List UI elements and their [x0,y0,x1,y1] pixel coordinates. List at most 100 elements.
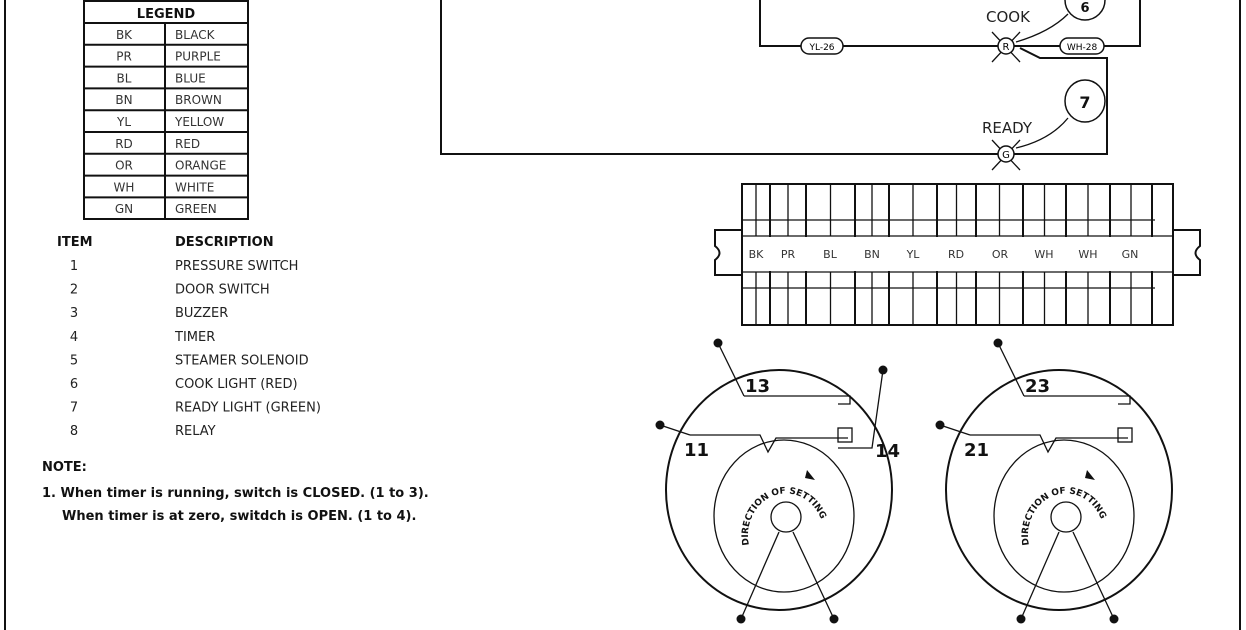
item-row: 2 DOOR SWITCH [70,283,270,298]
legend-row: GN GREEN [115,202,217,216]
cook-lamp-icon: R [991,31,1021,63]
legend-code: RD [115,137,133,151]
terminal-dot [993,338,1003,348]
cook-label: COOK [986,8,1031,26]
terminal-label: GN [1122,248,1139,261]
legend-color: BROWN [175,93,222,107]
terminal-label: BK [749,248,765,261]
item-header: ITEM [57,235,93,250]
legend-code: GN [115,202,133,216]
callout-7: 7 [1015,79,1106,149]
arrow-icon [805,470,815,480]
legend-title: LEGEND [137,7,196,22]
legend-code: BL [117,71,132,85]
item-number: 7 [70,401,78,416]
contact-label: 21 [964,440,989,461]
terminal-label: RD [948,248,964,261]
terminal-dot [1016,614,1026,624]
item-description: TIMER [174,330,215,345]
legend-color: BLACK [175,28,216,42]
item-description: PRESSURE SWITCH [175,259,298,274]
mount-tab-left [714,229,742,276]
legend-row: PR PURPLE [116,50,221,64]
terminal-dot [935,420,945,430]
terminal-dot [655,420,665,430]
item-description: COOK LIGHT (RED) [175,377,298,392]
item-description: READY LIGHT (GREEN) [175,401,321,416]
legend-code: OR [115,159,133,173]
item-number: 2 [70,283,78,298]
terminal-label: BN [864,248,880,261]
legend-color: RED [175,137,200,151]
outer-wire [440,0,1108,155]
wire-tag-left: YL-26 [800,37,844,55]
legend-color: ORANGE [175,159,226,173]
contact-label: 23 [1025,376,1050,397]
item-list: ITEM DESCRIPTION 1 PRESSURE SWITCH 2 DOOR S… [57,235,321,439]
arrow-icon [1085,470,1095,480]
legend-color: GREEN [175,202,217,216]
terminal-dot [736,614,746,624]
item-description: STEAMER SOLENOID [175,353,309,368]
item-description: BUZZER [175,306,228,321]
terminal-label: BL [823,248,838,261]
legend-row: BN BROWN [115,93,221,107]
item-number: 1 [70,259,78,274]
item-row: 7 READY LIGHT (GREEN) [70,401,321,416]
terminal-dot [1109,614,1119,624]
description-header: DESCRIPTION [175,235,274,250]
dial-direction-text: DIRECTION OF SETTING [1021,486,1108,546]
callout-6: 6 [1015,0,1106,43]
terminal-dot [829,614,839,624]
legend-row: OR ORANGE [115,159,226,173]
item-number: 6 [70,377,78,392]
terminal-label: WH [1078,248,1097,261]
inner-wire [759,0,1141,47]
contact-label: 11 [684,440,709,461]
note-title: NOTE: [42,460,87,475]
terminal-label: WH [1034,248,1053,261]
terminal-label: OR [992,248,1009,261]
note-line-1: 1. When timer is running, switch is CLOS… [42,486,429,501]
legend-code: YL [116,115,131,129]
terminal-dot [713,338,723,348]
lamp-circuit: YL-26 WH-28 R COOK 6 G READY 7 [440,0,1141,171]
item-number: 8 [70,424,78,439]
item-number: 3 [70,306,78,321]
svg-text:R: R [1003,42,1010,53]
item-row: 8 RELAY [70,424,216,439]
legend-row: BL BLUE [117,71,206,85]
svg-text:WH-28: WH-28 [1067,43,1098,53]
item-row: 6 COOK LIGHT (RED) [70,377,298,392]
item-description: DOOR SWITCH [175,283,270,298]
ready-label: READY [982,119,1033,137]
svg-text:YL-26: YL-26 [808,43,834,53]
mount-tab-right [1173,229,1201,276]
ready-lamp-icon: G [991,139,1021,171]
item-row: 3 BUZZER [70,306,228,321]
legend-color: PURPLE [175,50,221,64]
legend-code: WH [114,180,135,194]
svg-text:G: G [1002,150,1010,161]
legend-code: BN [115,93,132,107]
note-line-2: When timer is at zero, switdch is OPEN. … [62,509,416,524]
dial-direction-text: DIRECTION OF SETTING [741,486,828,546]
item-row: 1 PRESSURE SWITCH [70,259,299,274]
legend-code: PR [116,50,132,64]
item-description: RELAY [175,424,216,439]
svg-text:7: 7 [1079,93,1090,112]
legend-color: BLUE [175,71,206,85]
note: NOTE: 1. When timer is running, switch i… [42,460,429,524]
terminal-label: PR [781,248,796,261]
svg-text:6: 6 [1080,1,1089,16]
